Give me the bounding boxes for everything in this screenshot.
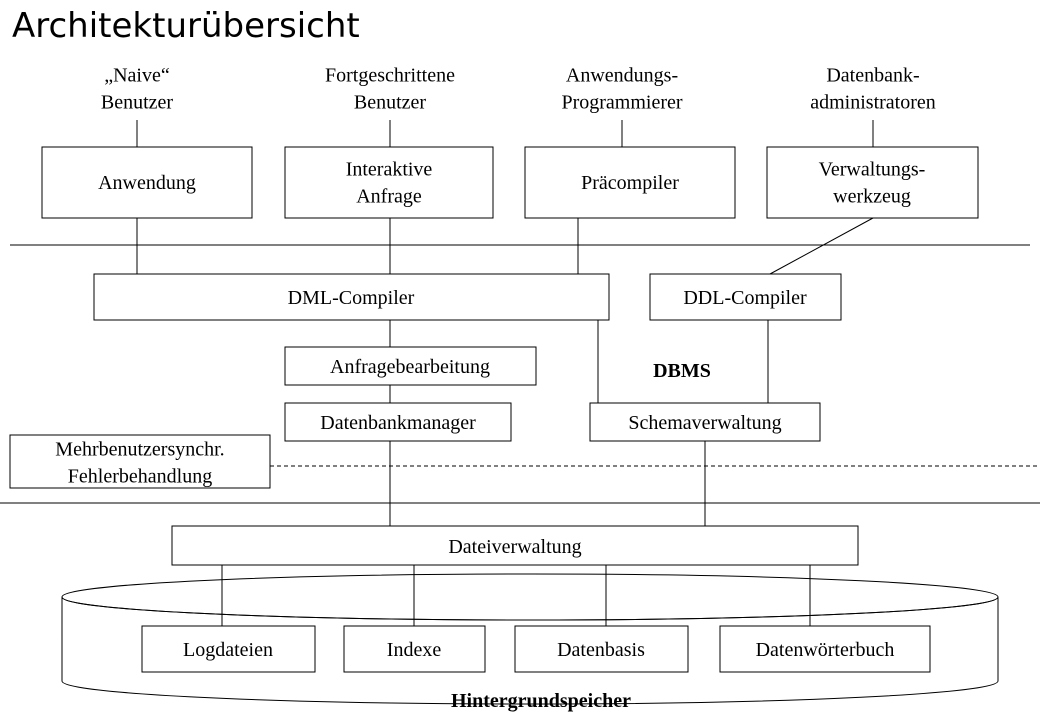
data-dictionary-box: Datenwörterbuch	[719, 625, 931, 673]
multiuser-sync-box: Mehrbenutzersynchr. Fehlerbehandlung	[9, 434, 271, 489]
label-line: Anfrage	[356, 186, 422, 208]
label-line: DDL-Compiler	[683, 287, 807, 309]
background-storage-label: Hintergrundspeicher	[451, 690, 631, 712]
svg-text:Datenbasis: Datenbasis	[557, 639, 645, 661]
dml-compiler-box: DML-Compiler	[93, 273, 610, 321]
label-line: Anwendungs-	[566, 65, 678, 87]
label-line: werkzeug	[833, 186, 911, 208]
connectors	[136, 120, 874, 626]
db-manager-box: Datenbankmanager	[284, 402, 512, 442]
label-line: DML-Compiler	[288, 287, 415, 309]
svg-text:DML-Compiler: DML-Compiler	[288, 287, 415, 309]
label-line: administratoren	[810, 92, 936, 114]
label-line: Datenbank-	[826, 65, 919, 87]
svg-text:Datenwörterbuch: Datenwörterbuch	[756, 639, 895, 661]
database-box: Datenbasis	[514, 625, 689, 673]
schema-management-box: Schemaverwaltung	[589, 402, 821, 442]
label-line: Logdateien	[183, 639, 273, 661]
application-box: Anwendung	[41, 146, 253, 219]
svg-text:Schemaverwaltung: Schemaverwaltung	[628, 412, 781, 434]
label-line: Anwendung	[98, 172, 196, 194]
dbms-label: DBMS	[653, 360, 711, 382]
label-line: Interaktive	[346, 159, 433, 181]
ddl-compiler-box: DDL-Compiler	[649, 273, 842, 321]
label-line: „Naive“	[104, 65, 170, 87]
user-naive: „Naive“ Benutzer	[101, 65, 174, 114]
log-files-box: Logdateien	[141, 625, 316, 673]
label-line: Anfragebearbeitung	[330, 356, 490, 378]
file-management-box: Dateiverwaltung	[171, 525, 859, 566]
label-line: Benutzer	[101, 92, 174, 114]
label-line: Datenbasis	[557, 639, 645, 661]
label-line: Dateiverwaltung	[448, 536, 581, 558]
svg-text:Dateiverwaltung: Dateiverwaltung	[448, 536, 581, 558]
svg-text:Logdateien: Logdateien	[183, 639, 273, 661]
precompiler-box: Präcompiler	[524, 146, 736, 219]
svg-text:Anfragebearbeitung: Anfragebearbeitung	[330, 356, 490, 378]
svg-text:Datenbankmanager: Datenbankmanager	[320, 412, 476, 434]
label-line: Programmierer	[561, 92, 682, 114]
user-programmers: Anwendungs- Programmierer	[561, 65, 682, 114]
svg-text:Anwendung: Anwendung	[98, 172, 196, 194]
label-line: Fehlerbehandlung	[68, 466, 212, 488]
indexes-box: Indexe	[343, 625, 486, 673]
label-line: Datenwörterbuch	[756, 639, 895, 661]
svg-text:Indexe: Indexe	[387, 639, 442, 661]
svg-text:Mehrbenutzersynchr.Fehlerbehan: Mehrbenutzersynchr. Fehlerbehandlung	[55, 439, 224, 488]
label-line: Präcompiler	[581, 172, 679, 194]
label-line: Benutzer	[354, 92, 427, 114]
query-processing-box: Anfragebearbeitung	[284, 346, 537, 386]
svg-text:Verwaltungs-werkzeug: Verwaltungs-werkzeug	[819, 159, 926, 208]
label-line: Mehrbenutzersynchr.	[55, 439, 224, 461]
page-title: Architekturübersicht	[12, 6, 360, 46]
label-line: Verwaltungs-	[819, 159, 926, 181]
label-line: Schemaverwaltung	[628, 412, 781, 434]
label-line: Indexe	[387, 639, 442, 661]
admin-tool-box: Verwaltungs-werkzeug	[766, 146, 979, 219]
connector-tool-ddl	[769, 217, 874, 275]
svg-text:Präcompiler: Präcompiler	[581, 172, 679, 194]
user-admins: Datenbank-administratoren	[810, 65, 936, 114]
background-storage-cylinder-top	[61, 573, 999, 621]
label-line: Datenbankmanager	[320, 412, 476, 434]
svg-text:DDL-Compiler: DDL-Compiler	[683, 287, 807, 309]
label-line: Fortgeschrittene	[325, 65, 455, 87]
